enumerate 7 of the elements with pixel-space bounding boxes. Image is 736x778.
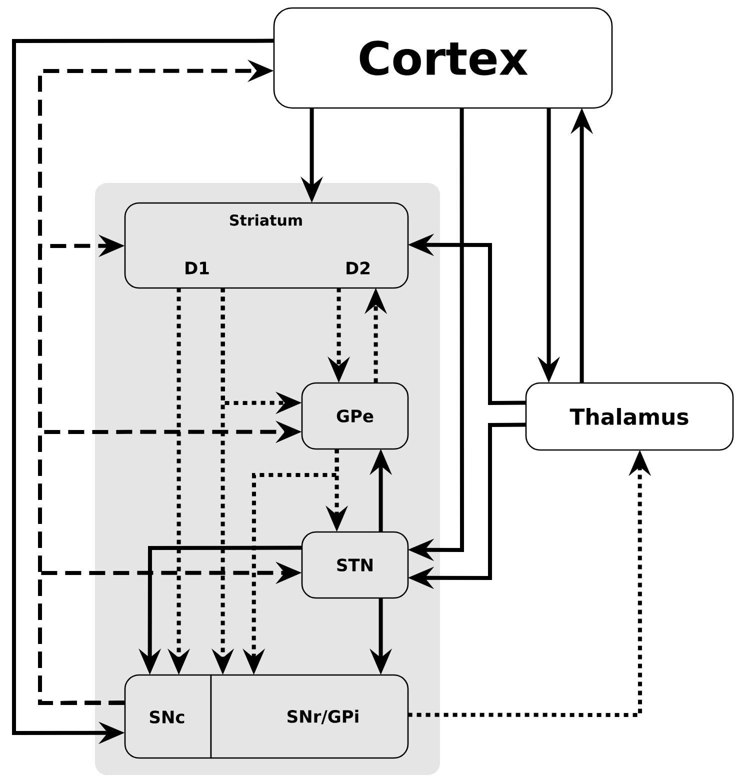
process-box: STN <box>301 531 409 599</box>
process-box: SNr/GPi <box>210 674 409 759</box>
process-box: Thalamus <box>525 382 734 451</box>
process-box: SNc <box>124 674 212 759</box>
process-box: Striatum D1 D2 <box>124 202 409 289</box>
process-box: GPe <box>301 382 409 450</box>
process-box: Cortex <box>273 7 613 109</box>
